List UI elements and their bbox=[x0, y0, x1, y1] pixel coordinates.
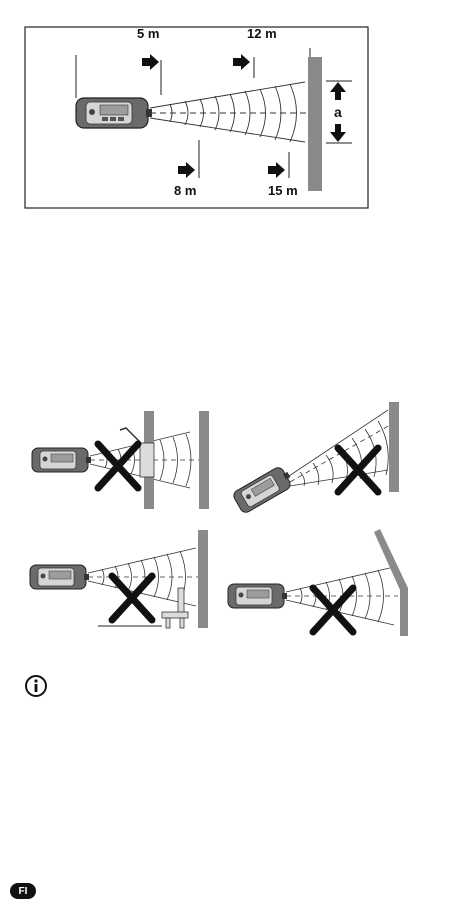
language-badge: FI bbox=[10, 883, 36, 899]
info-icon bbox=[24, 674, 48, 698]
panel-angled-wall bbox=[228, 529, 408, 636]
panel-angled-measurement bbox=[232, 402, 399, 514]
panel-obstacle-in-beam bbox=[32, 411, 209, 509]
incorrect-use-figures bbox=[0, 0, 455, 680]
panel-object-in-path bbox=[30, 530, 208, 628]
